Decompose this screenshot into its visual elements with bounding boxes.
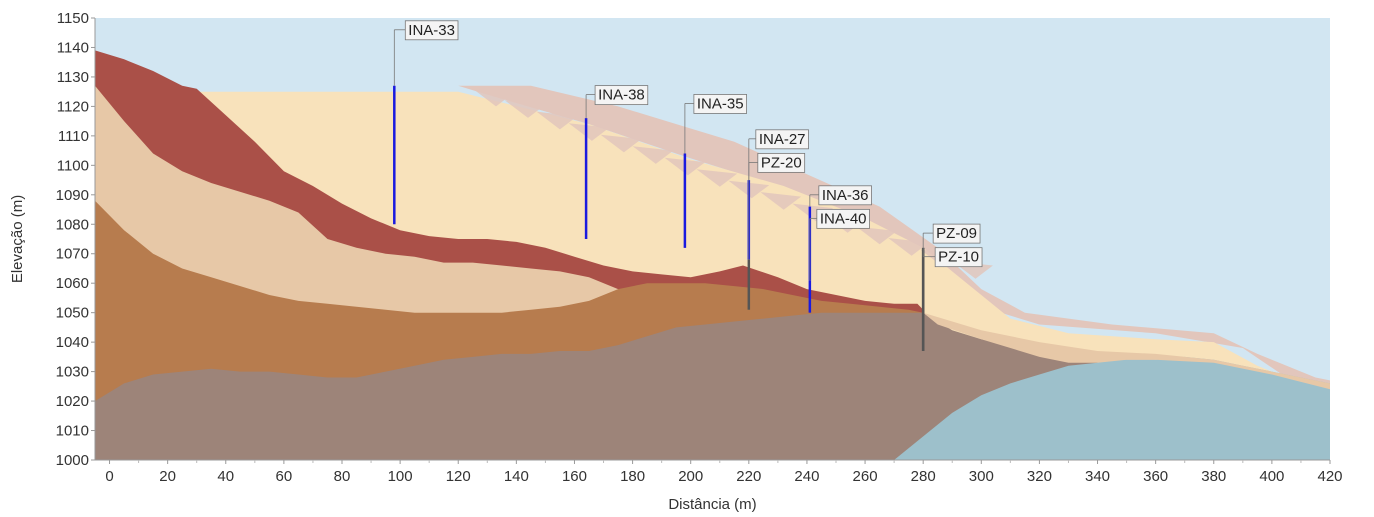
y-tick-label: 1030 [56,364,89,381]
slope-stripe [472,88,514,107]
y-tick-label: 1130 [57,69,89,86]
x-tick-label: 60 [276,468,293,485]
y-tick-label: 1090 [56,187,89,204]
y-tick-label: 1060 [56,275,89,292]
x-tick-label: 380 [1201,468,1226,485]
well-label: INA-35 [697,95,744,112]
slope-stripe [568,123,610,141]
well-label: PZ-20 [761,154,802,171]
axes: 1000101010201030104010501060107010801090… [56,10,1343,485]
slope-stripe [536,111,578,130]
x-tick-label: 420 [1317,468,1342,485]
well-label-box [934,247,983,268]
well-label: PZ-09 [936,225,977,242]
slope-stripe [856,226,897,245]
x-tick-label: 40 [217,468,234,485]
layer-gray [95,312,1098,460]
x-tick-label: 280 [911,468,936,485]
well-label-box [932,223,981,244]
well-label-box [693,94,747,114]
y-tick-label: 1010 [56,423,89,440]
well-label-box [818,185,872,206]
y-tick-label: 1110 [58,128,89,145]
well-label-box [816,208,870,229]
x-tick-label: 140 [504,468,529,485]
x-tick-label: 200 [678,468,703,485]
well-label: INA-27 [759,131,806,148]
x-tick-label: 360 [1143,468,1168,485]
slope-stripe [600,134,642,153]
y-tick-label: 1000 [56,452,89,469]
y-tick-label: 1020 [56,393,89,410]
slope-stripe [632,146,674,164]
well-label-box [594,85,649,106]
y-tick-label: 1070 [56,246,89,263]
y-tick-label: 1050 [56,305,89,322]
well-label: INA-33 [408,22,455,39]
x-tick-label: 100 [388,468,413,485]
y-axis-title: Elevação (m) [9,195,26,283]
x-tick-label: 260 [853,468,878,485]
x-tick-label: 0 [105,468,113,485]
y-tick-label: 1100 [57,157,89,174]
x-tick-label: 300 [969,468,994,485]
slope-stripe [888,238,929,256]
well-label-box [404,20,459,41]
y-tick-label: 1150 [57,10,89,27]
slope-stripe [504,100,546,118]
well-label: PZ-10 [938,249,979,266]
x-tick-label: 80 [334,468,351,485]
x-tick-label: 160 [562,468,587,485]
y-tick-label: 1120 [57,98,89,115]
x-axis-title: Distância (m) [668,496,756,513]
plot-area [95,18,1330,460]
well-label: INA-38 [598,87,645,104]
slope-stripe [696,169,738,187]
layer-blue [894,356,1330,460]
x-tick-label: 220 [736,468,761,485]
slope-stripe [760,192,802,210]
x-tick-label: 240 [794,468,819,485]
x-tick-label: 340 [1085,468,1110,485]
well-label: INA-40 [820,210,867,227]
x-tick-label: 320 [1027,468,1052,485]
x-tick-label: 20 [159,468,176,485]
y-tick-label: 1080 [56,216,89,233]
well-label: INA-36 [822,187,869,204]
well-label-box [757,152,806,173]
y-tick-label: 1140 [57,39,89,56]
well-label-box [755,129,809,150]
slope-stripe [792,203,834,222]
x-tick-label: 180 [620,468,645,485]
x-tick-label: 120 [446,468,471,485]
x-tick-label: 400 [1259,468,1284,485]
y-tick-label: 1040 [56,334,89,351]
